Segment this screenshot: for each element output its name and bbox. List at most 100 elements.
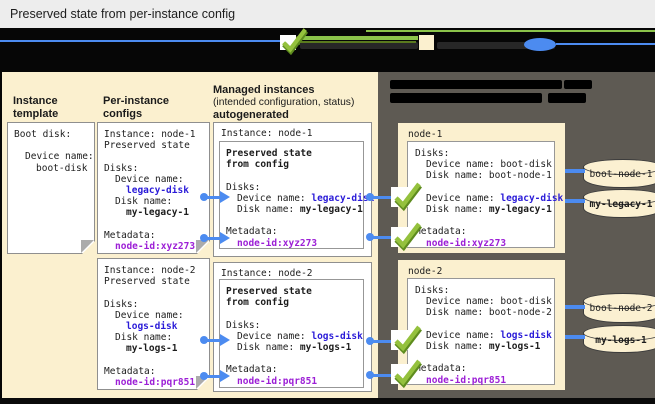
connector-dot [200,336,208,344]
column-header-instance-template: Instance template [13,95,59,120]
disk-label: my-logs-1 [595,335,647,346]
disk-label: my-legacy-1 [589,199,653,210]
instance-template-doc: Boot disk: Device name: boot-disk [7,122,96,255]
boot-device-line: Device name: boot-disk [426,296,552,308]
preserved-state-line: Preserved state [104,276,190,288]
disks-label: Disks: [415,285,450,296]
disk-connector-line [565,169,585,173]
title-bar: Preserved state from per-instance config [0,0,655,28]
metadata-label: Metadata: [226,226,278,238]
metadata-label: Metadata: [415,226,467,238]
managed-instance-box-node-2: Instance: node-2 Preserved state from co… [213,262,372,392]
right-panel-heading-bar [564,80,592,89]
device-name-line: Device name: legacy-disk [237,192,375,204]
connector-line [370,373,394,377]
connector-dot [200,193,208,201]
instance-line: Instance: node-2 [221,268,313,279]
metadata-label: Metadata: [415,363,467,375]
preserved-state-line: Preserved state [226,148,312,159]
device-name-value: legacy-disk [126,184,189,196]
disk-name-line: Disk name: my-legacy-1 [237,203,363,215]
device-name-value: boot-disk [36,162,88,174]
instance-line: Instance: node-1 [221,128,313,139]
boot-disk-line: Disk name: boot-node-1 [426,170,552,182]
metadata-value: node-id:pqr851 [237,375,318,387]
per-instance-config-doc-node-1: Instance: node-1 Preserved state Disks: … [97,122,211,255]
reference-line-left [0,40,281,42]
legend-band [0,28,655,72]
column-header-managed-instances: Managed instances (intended configuratio… [213,84,355,121]
vm-name: node-2 [408,266,443,277]
connector-line [206,195,222,199]
right-panel-heading-bar [390,93,542,103]
preserved-state-line: Preserved state [104,140,190,152]
boot-device-line: Device name: boot-disk [426,159,552,171]
device-name-line: Device name: logs-disk [237,330,363,342]
disk-connector-line [565,305,585,309]
instance-line: Instance: node-2 [104,265,196,276]
vm-config-inner-box: Disks: Device name: boot-disk Disk name:… [407,278,555,386]
per-instance-config-doc-node-2: Instance: node-2 Preserved state Disks: … [97,258,211,391]
disk-label: boot-node-1 [589,169,653,180]
disk-label: boot-node-2 [589,303,653,314]
disks-label: Disks: [104,298,139,310]
vm-config-inner-box: Disks: Device name: boot-disk Disk name:… [407,141,563,249]
vm-instance-box-node-2: node-2 Disks: Device name: boot-disk Dis… [398,260,565,390]
disks-label: Disks: [104,162,139,174]
disk-name-label: Disk name: [115,332,173,344]
disk-connector-line [565,335,585,339]
vm-name: node-1 [408,129,443,140]
preserved-state-inner-box: Preserved state from config Disks: Devic… [219,141,374,249]
disk-cylinder-boot-node-2: boot-node-2 [583,293,655,323]
metadata-value: node-id:pqr851 [426,374,507,386]
metadata-label: Metadata: [226,364,278,376]
disks-label: Disks: [226,181,261,193]
metadata-value: node-id:xyz273 [426,237,507,249]
device-name-label: Device name: [115,309,184,321]
boot-disk-label: Boot disk: [14,129,72,140]
connector-line [370,235,394,239]
applied-check-icon [282,28,309,56]
applied-check-icon [394,359,422,389]
green-line [366,30,655,32]
device-name-line: Device name: legacy-disk [426,192,564,204]
preserved-state-swatch [419,35,434,50]
disk-cylinder-boot-node-1: boot-node-1 [583,159,655,188]
applied-check-icon [394,182,422,212]
connector-line [206,374,222,378]
connector-dot [200,234,208,242]
connector-dot [200,372,208,380]
column-header-per-instance-configs: Per-instance configs [103,95,170,120]
metadata-value: node-id:xyz273 [115,240,196,252]
metadata-value: node-id:xyz273 [237,237,318,249]
page-title: Preserved state from per-instance config [10,7,236,21]
preserved-state-inner-box: Preserved state from config Disks: Devic… [219,279,364,388]
reference-line-right [556,43,655,45]
connector-arrowhead [220,334,230,346]
instance-line: Instance: node-1 [104,129,196,140]
disks-label: Disks: [226,319,261,331]
connector-arrowhead [220,232,230,244]
metadata-value: node-id:pqr851 [115,376,196,388]
apply-arrow-dark [298,41,416,43]
applied-check-icon [394,222,422,252]
legend-text-smear [437,42,555,49]
connector-arrowhead [220,370,230,382]
connector-arrowhead [220,191,230,203]
apply-arrow-light [298,36,418,40]
bottom-strip [0,398,655,404]
connector-line [206,236,222,240]
managed-instance-box-node-1: Instance: node-1 Preserved state from co… [213,122,374,257]
device-name-label: Device name: [25,151,94,163]
disk-name-line: Disk name: my-logs-1 [237,341,352,353]
preserved-state-line: Preserved state [226,286,312,297]
device-name-label: Device name: [115,173,184,185]
connector-line [370,339,394,343]
reference-oval-icon [524,38,556,51]
legend-text-smear [300,42,418,49]
applied-check-icon [394,325,422,355]
disk-connector-line [565,199,585,203]
disk-cylinder-my-legacy-1: my-legacy-1 [583,189,655,218]
metadata-label: Metadata: [104,229,156,241]
